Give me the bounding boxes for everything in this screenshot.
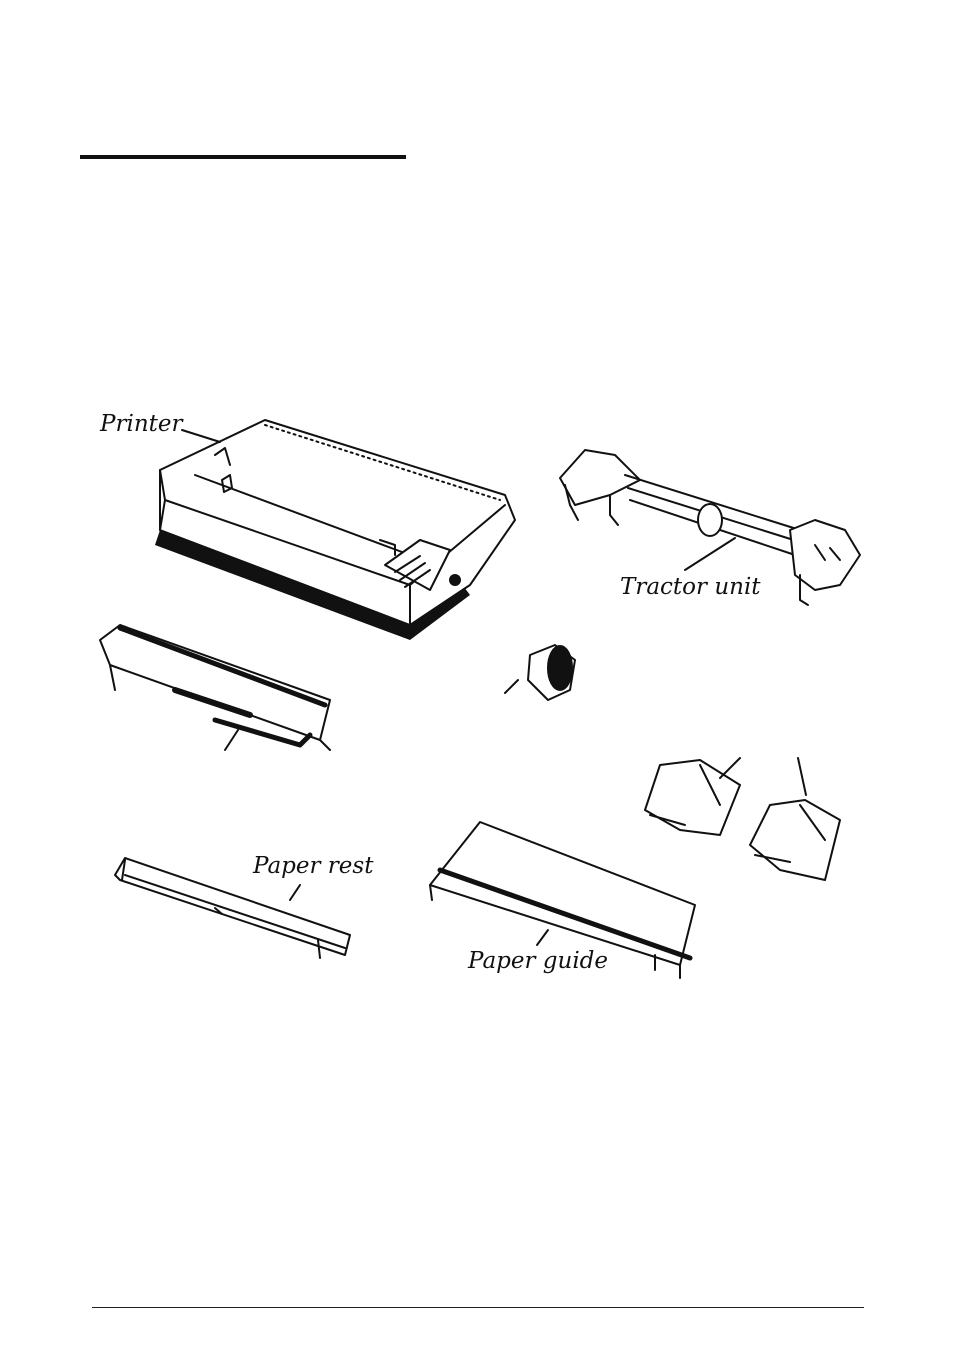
paper-feed-knob-drawing — [528, 645, 575, 700]
label-printer: Printer — [100, 413, 183, 436]
label-tractor-unit: Tractor unit — [620, 576, 761, 599]
label-paper-guide: Paper guide — [468, 950, 608, 973]
footer-rule — [92, 1307, 864, 1308]
ribbon-cartridge-drawing — [100, 625, 330, 750]
label-paper-rest: Paper rest — [253, 855, 373, 878]
printer-drawing — [155, 420, 515, 640]
separator-units-drawing — [645, 760, 840, 880]
